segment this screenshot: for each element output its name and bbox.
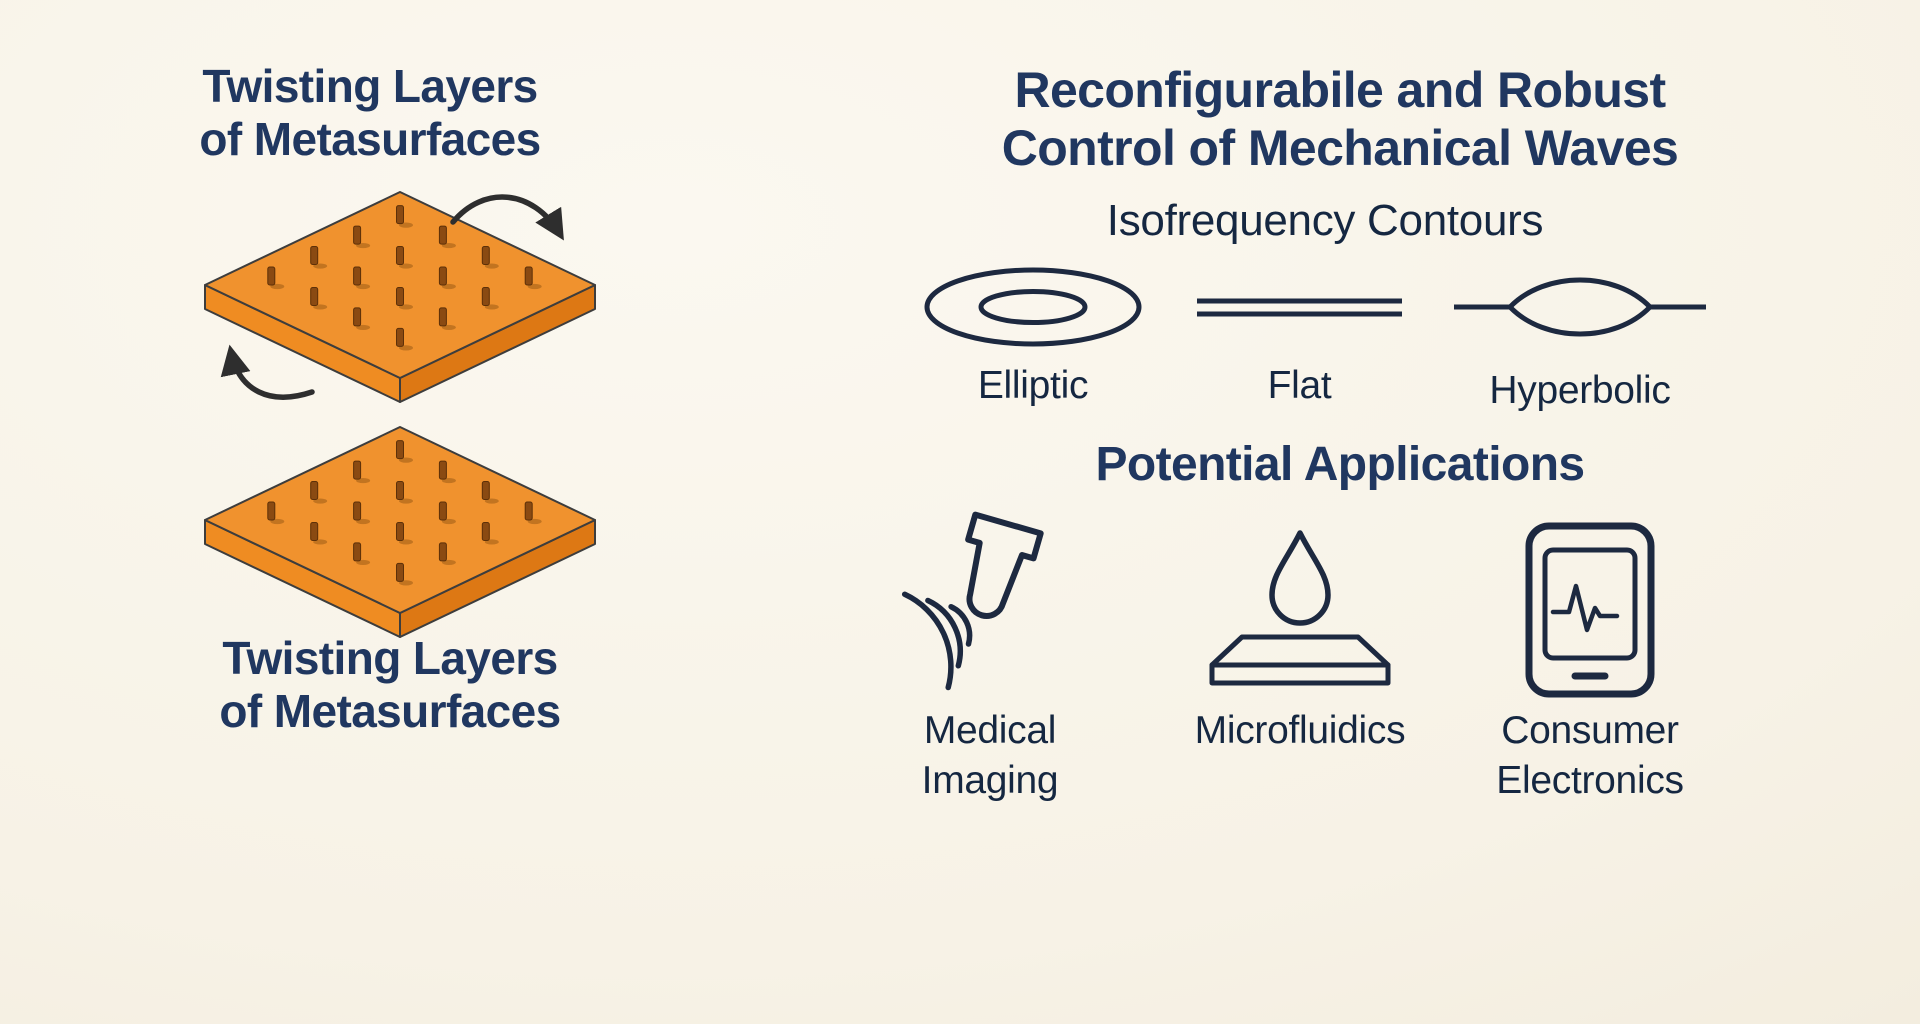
icon-box [890, 505, 1090, 700]
contour-elliptic: Elliptic [918, 262, 1148, 408]
top-plate [204, 191, 596, 403]
contour-label: Hyperbolic [1489, 369, 1671, 412]
ultrasound-probe-icon [901, 511, 1044, 691]
applications-heading: Potential Applications [1095, 438, 1585, 491]
title-line: of Metasurfaces [199, 112, 541, 165]
top-plate-pillars [267, 205, 542, 351]
contour-flat: Flat [1192, 262, 1407, 408]
isofrequency-heading: Isofrequency Contours [1106, 196, 1544, 245]
title-line: Reconfigurabile and Robust [1014, 62, 1666, 118]
right-title: Reconfigurabile and Robust Control of Me… [860, 62, 1820, 177]
title-line: Twisting Layers [222, 632, 558, 684]
icon-box [1515, 505, 1665, 700]
smartphone-icon [1525, 522, 1655, 698]
left-top-title: Twisting Layers of Metasurfaces [150, 60, 590, 166]
chip-top-face [1209, 634, 1391, 668]
contour-label: Flat [1267, 364, 1332, 407]
twist-arrow-clockwise-icon [450, 194, 564, 241]
twist-arrow-counterclockwise-icon [220, 344, 315, 400]
title-line: Twisting Layers [202, 60, 538, 112]
bottom-plate [204, 426, 596, 638]
app-microfluidics: Microfluidics [1160, 505, 1440, 756]
flat-contour-icon [1197, 298, 1402, 317]
app-label-microfluidics: Microfluidics [1195, 706, 1406, 756]
title-line: Control of Mechanical Waves [1001, 119, 1679, 176]
contour-label: Elliptic [977, 364, 1089, 407]
elliptic-contour-icon [924, 267, 1142, 347]
sound-waves-icon [901, 591, 973, 691]
app-consumer-electronics: Consumer Electronics [1470, 505, 1710, 806]
app-medical-imaging: Medical Imaging [880, 505, 1100, 806]
droplet-icon [1269, 530, 1331, 626]
label-line: Consumer [1501, 709, 1679, 752]
hyperbolic-contour-icon [1454, 277, 1706, 337]
app-label-medical-imaging: Medical Imaging [922, 706, 1059, 806]
icon-box [1180, 505, 1420, 700]
microfluidics-droplet-chip-icon [1209, 530, 1391, 686]
waveform-icon [1550, 583, 1620, 633]
bottom-plate-pillars [267, 440, 542, 586]
chip-front-face [1209, 662, 1391, 686]
title-line: of Metasurfaces [219, 684, 561, 737]
label-line: Medical [923, 709, 1057, 752]
label-line: Electronics [1496, 758, 1684, 802]
left-bottom-title: Twisting Layers of Metasurfaces [170, 632, 610, 738]
app-label-consumer-electronics: Consumer Electronics [1496, 706, 1684, 806]
label-line: Imaging [921, 758, 1059, 802]
contour-hyperbolic: Hyperbolic [1450, 257, 1710, 413]
label-line: Microfluidics [1194, 709, 1406, 752]
twisting-metasurfaces-illustration [204, 191, 596, 638]
